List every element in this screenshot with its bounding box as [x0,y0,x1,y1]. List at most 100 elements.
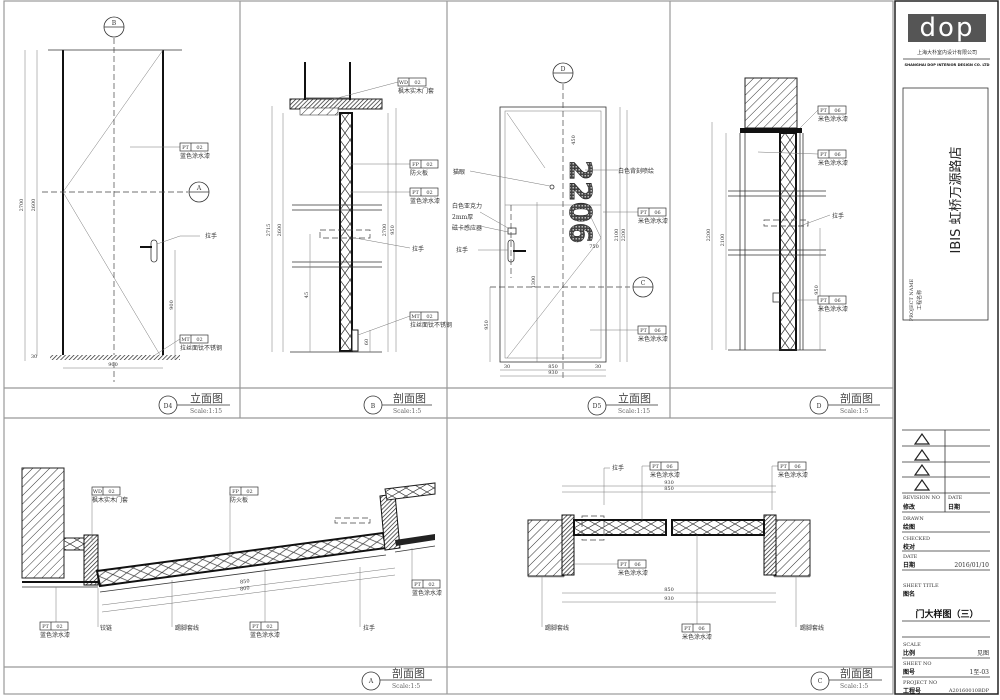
material-number: 06 [794,464,800,470]
scale-value: 见图 [977,650,989,657]
material-description: 米色涂水漆 [650,471,680,479]
drawing-title: 剖面图 [393,391,426,405]
section-marker-label: C [641,280,646,287]
material-code: PT [640,328,647,334]
drawing-id: B [371,403,376,410]
dimension-label: 60 [364,339,370,345]
drawing-id: A [368,678,374,685]
material-description: 蓝色涂水漆 [250,631,280,639]
material-code: PT [652,464,659,470]
dimension-label: 900 [108,362,118,368]
drawing-b-section [271,62,411,353]
title-b: B 剖面图 Scale:1:5 [363,391,432,415]
dimension-label: 450 [571,135,577,145]
dimension-label: 30 [31,354,37,360]
title-d4: D4 立面图 Scale:1:15 [158,391,230,415]
date-label-cn: 日期 [948,503,960,511]
revision-triangle-icon [913,432,931,491]
material-number: 02 [266,624,272,630]
material-number: 06 [834,298,840,304]
material-description: 米色涂水漆 [818,159,848,167]
material-description: 蓝色涂水漆 [40,631,70,639]
scale-label-cn: 比例 [903,649,915,657]
material-code: PT [620,562,627,568]
material-description: 枫木实木门套 [398,87,434,95]
title-d: D 剖面图 Scale:1:5 [809,391,880,415]
project-name-label: PROJECT NAME [909,278,915,321]
material-number: 02 [414,80,420,86]
drawing-c-section [527,465,811,628]
material-code: FP [412,162,419,168]
drawing-a-section [21,467,436,627]
project-no-label-cn: 工程号 [903,687,921,695]
date-label: DATE [948,495,963,501]
material-description: 蓝色涂水漆 [180,152,210,160]
material-number: 02 [196,337,202,343]
material-number: 02 [196,145,202,151]
dimension-label: 2100 [720,234,726,247]
dimension-label: 850 [548,364,558,370]
material-code: WD [399,80,408,86]
company-name-en: SHANGHAI DOP INTERIOR DESIGN CO. LTD [905,63,990,67]
drawing-scale: Scale:1:5 [393,408,421,415]
callout-note: 拉手 [456,246,468,254]
dimension-label: 2700 [19,199,25,212]
project-name-label-cn: 工程名称 [916,290,923,310]
callout-note: 猫眼 [453,168,465,176]
drawing-title: 立面图 [618,391,651,405]
section-marker-label: B [112,20,117,27]
material-number: 06 [698,626,704,632]
sheet-frame [3,0,894,695]
material-number: 02 [428,582,434,588]
material-code: PT [780,464,787,470]
drawing-title: 剖面图 [392,666,425,680]
sheet-no-label: SHEET NO [903,661,931,667]
material-description: 拉丝面钛不锈钢 [180,344,222,352]
material-description: 枫木实木门套 [92,496,128,504]
date-value: 2016/01/10 [954,562,989,569]
material-number: 06 [834,108,840,114]
drawn-label: DRAWN [903,516,924,522]
dimension-label: 2200 [621,229,627,242]
scale-label: SCALE [903,642,921,648]
peephole-icon [549,184,555,190]
drawing-d4-elevation: B A [24,16,210,382]
drawing-id: D [817,403,822,410]
callout-note: 拉手 [612,464,624,472]
dimension-label: 850 [664,486,674,492]
dimension-label: 750 [589,244,599,250]
material-number: 02 [426,314,432,320]
revision-no-label-cn: 修改 [902,503,916,511]
revision-no-label: REVISION NO [903,495,940,501]
sheet-title-label: SHEET TITLE [903,583,939,589]
title-a: A 剖面图 Scale:1:5 [361,666,432,691]
material-code: PT [820,108,827,114]
material-description: 米色涂水漆 [618,569,648,577]
callout-note: 铰链 [100,624,112,632]
door-handle-icon [140,239,158,263]
material-description: 米色涂水漆 [778,471,808,479]
callout-note: 白色背刻喷绘 [618,167,654,175]
material-number: 02 [246,489,252,495]
material-description: 蓝色涂水漆 [412,589,442,597]
